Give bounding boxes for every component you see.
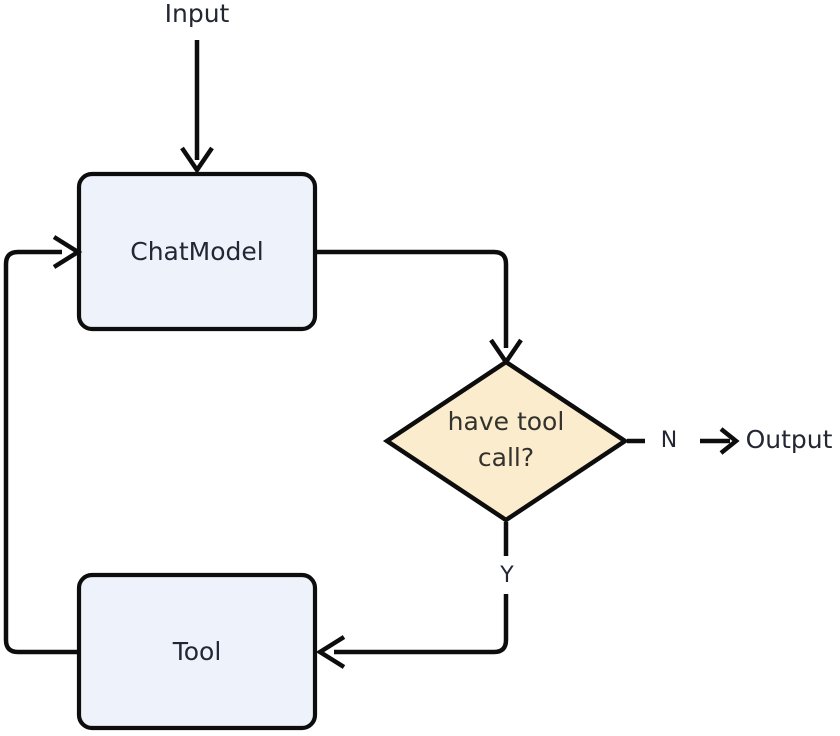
- edge-chatmodel-to-decision-line: [316, 249, 509, 348]
- node-tool[interactable]: Tool: [76, 572, 318, 731]
- tool-label: Tool: [172, 637, 222, 666]
- edge-chatmodel-to-decision: [316, 249, 523, 366]
- edge-decision-yes: Y: [315, 522, 514, 669]
- node-output: Output: [746, 425, 833, 454]
- node-input: Input: [165, 0, 230, 28]
- edge-label-no: N: [661, 428, 677, 453]
- decision-diamond[interactable]: [382, 359, 630, 523]
- edge-decision-yes-lower: [334, 594, 509, 655]
- input-label: Input: [165, 0, 230, 28]
- arrowhead-right-into-chatmodel: [52, 235, 83, 269]
- arrow-right-icon: [719, 427, 740, 455]
- node-decision[interactable]: have tool call?: [382, 359, 630, 523]
- edge-input-to-chatmodel: [180, 40, 214, 174]
- arrowhead-left-into-tool: [315, 635, 346, 669]
- decision-label-line1: have tool: [448, 407, 565, 436]
- edge-tool-to-chatmodel: [3, 235, 83, 655]
- arrowhead-down-into-chatmodel: [180, 146, 214, 174]
- decision-label-line2: call?: [478, 443, 534, 472]
- node-chatmodel[interactable]: ChatModel: [76, 171, 318, 332]
- output-label: Output: [746, 425, 833, 454]
- edge-label-yes: Y: [499, 563, 514, 588]
- edge-decision-no: N: [627, 427, 740, 455]
- edge-tool-to-chatmodel-line: [3, 249, 79, 655]
- chatmodel-label: ChatModel: [130, 237, 263, 266]
